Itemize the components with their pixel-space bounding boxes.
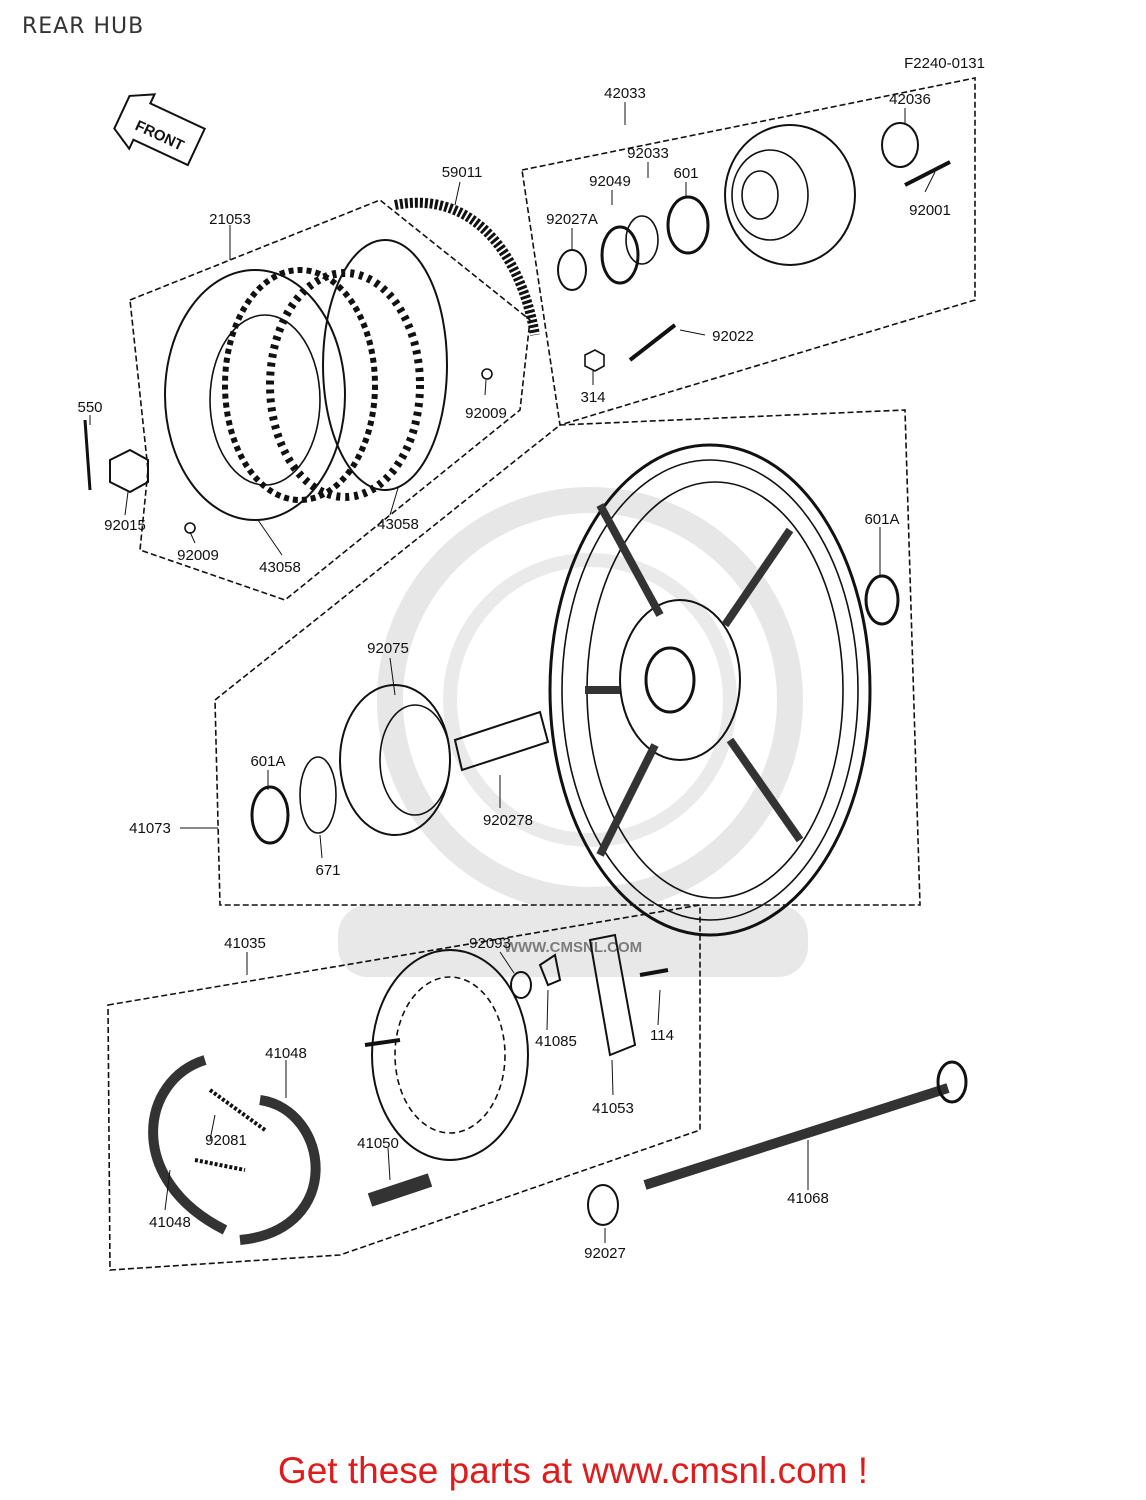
label-92049: 92049 [589, 173, 631, 190]
nut-314 [584, 349, 605, 372]
axle-head [936, 1060, 968, 1104]
o-ring-43058 [322, 239, 448, 491]
leader-lines [89, 102, 936, 1243]
cotter-pin [83, 419, 92, 491]
label-41035: 41035 [224, 935, 266, 952]
label-41085: 41085 [535, 1033, 577, 1050]
label-92009-lower: 92009 [177, 547, 219, 564]
brake-shoe-41048-left [148, 1055, 228, 1235]
bolt-92009-upper [481, 368, 493, 380]
label-42036: 42036 [889, 91, 931, 108]
label-601: 601 [673, 165, 698, 182]
label-43058-upper: 43058 [377, 516, 419, 533]
label-92022: 92022 [712, 328, 754, 345]
bolt-92001 [904, 160, 951, 187]
indicator-41085 [538, 953, 562, 987]
label-601A-right: 601A [864, 511, 899, 528]
collar-42036 [881, 122, 919, 168]
hub-group-outline [521, 77, 976, 427]
figure-code: F2240-0131 [904, 55, 985, 72]
circlip-92033 [625, 215, 659, 265]
label-671: 671 [315, 862, 340, 879]
label-41068: 41068 [787, 1190, 829, 1207]
spring-92081-upper [208, 1088, 267, 1132]
axle-41068 [643, 1083, 950, 1190]
lock-washer-92022 [628, 323, 677, 362]
front-arrow-icon [113, 93, 207, 167]
coupling-hub [724, 124, 856, 266]
watermark-text: WWW.CMSNL.COM [504, 939, 642, 956]
o-ring-671 [299, 756, 337, 834]
label-41048-upper: 41048 [265, 1045, 307, 1062]
label-92015: 92015 [104, 517, 146, 534]
bearing-601A-right [864, 574, 900, 626]
axle-nut [109, 448, 149, 494]
camshaft-41050 [367, 1173, 433, 1207]
rear-wheel [548, 443, 872, 937]
bolt-92009-lower [184, 522, 196, 534]
label-41053: 41053 [592, 1100, 634, 1117]
watermark: WWW.CMSNL.COM [338, 487, 808, 977]
spacer-920278 [453, 710, 550, 772]
label-92081: 92081 [205, 1132, 247, 1149]
brake-shoe-41048-right [239, 1095, 321, 1245]
bearing-601A-left [250, 785, 290, 845]
hub-damper-92075 [339, 684, 451, 836]
bolt-114 [639, 968, 669, 977]
label-92093: 92093 [469, 935, 511, 952]
sprocket-assembly [164, 267, 424, 521]
collar-92027 [587, 1184, 619, 1226]
label-114: 114 [650, 1027, 674, 1044]
spring-92081-lower [194, 1158, 246, 1172]
washer-92093 [510, 971, 532, 999]
label-41073: 41073 [129, 820, 171, 837]
label-92001: 92001 [909, 202, 951, 219]
label-41050: 41050 [357, 1135, 399, 1152]
label-92009-upper: 92009 [465, 405, 507, 422]
label-920278: 920278 [483, 812, 533, 829]
brake-lever-41053 [588, 933, 637, 1057]
brake-group-outline [107, 904, 701, 1271]
label-92027: 92027 [584, 1245, 626, 1262]
page-title: REAR HUB [22, 14, 145, 39]
brake-panel [364, 949, 529, 1161]
wheel-group-outline [214, 409, 921, 906]
footer-link[interactable]: Get these parts at www.cmsnl.com ! [277, 1450, 869, 1491]
label-42033: 42033 [604, 85, 646, 102]
drive-belt [394, 197, 540, 336]
label-92075: 92075 [367, 640, 409, 657]
label-92033: 92033 [627, 145, 669, 162]
label-92027A: 92027A [546, 211, 598, 228]
label-601A-left: 601A [250, 753, 285, 770]
bearing-601 [666, 195, 710, 255]
oil-seal-92049 [600, 225, 640, 285]
label-550: 550 [77, 399, 102, 416]
collar-92027A [557, 249, 587, 291]
label-314: 314 [580, 389, 605, 406]
label-21053: 21053 [209, 211, 251, 228]
label-41048-lower: 41048 [149, 1214, 191, 1231]
label-59011: 59011 [442, 164, 483, 181]
label-43058-lower: 43058 [259, 559, 301, 576]
